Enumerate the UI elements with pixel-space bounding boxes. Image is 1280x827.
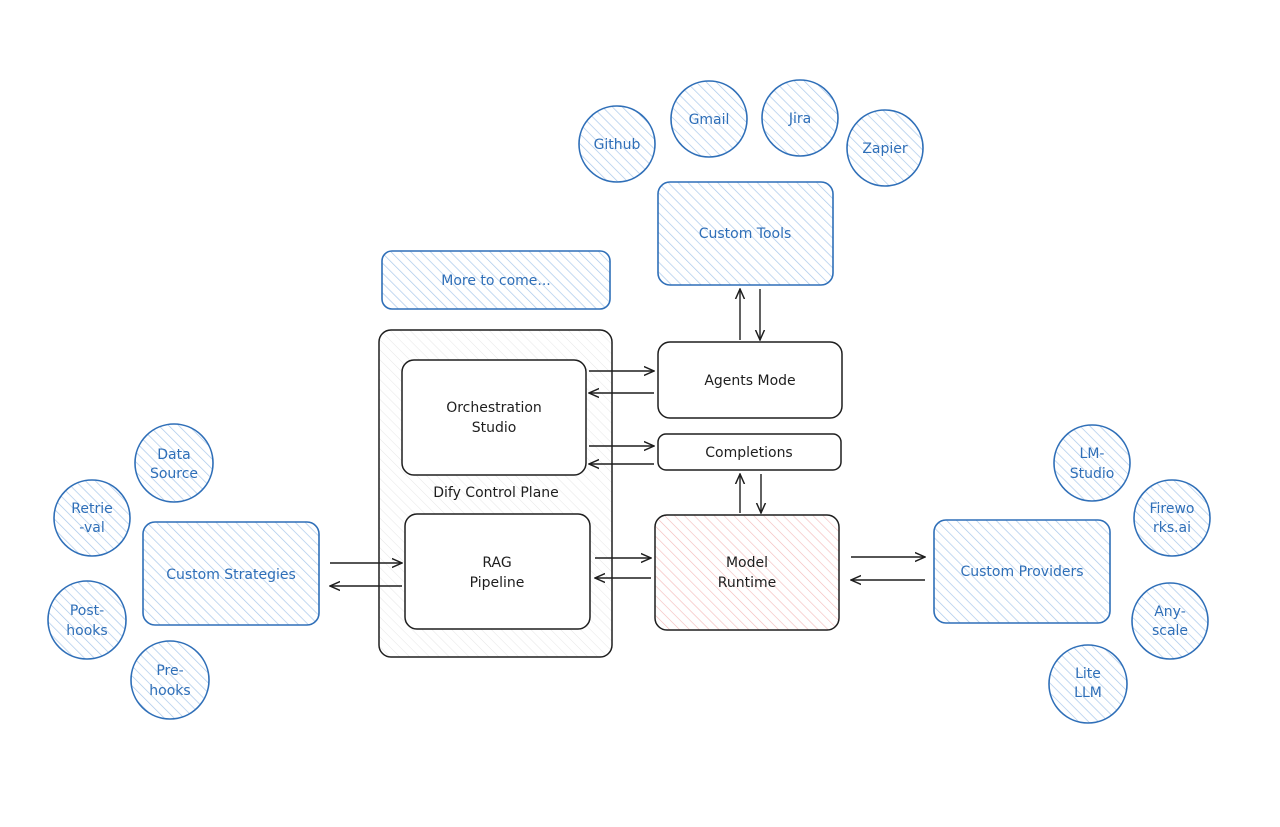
strategy-post-hooks: Post- hooks <box>47 580 127 660</box>
tool-zapier-label: Zapier <box>862 141 908 157</box>
custom-tools-label: Custom Tools <box>699 226 792 242</box>
orchestration-studio-line-2: Studio <box>472 420 517 436</box>
orchestration-studio-line-1: Orchestration <box>446 400 542 416</box>
control-plane-label: Dify Control Plane <box>433 485 559 501</box>
rag-pipeline-line-1: RAG <box>482 555 511 571</box>
tool-zapier: Zapier <box>846 109 924 187</box>
tool-jira: Jira <box>761 79 839 157</box>
provider-litellm: Lite LLM <box>1048 644 1128 724</box>
provider-litellm-line-2: LLM <box>1074 685 1102 701</box>
strategy-retrieval-line-1: Retrie <box>71 501 112 517</box>
model-runtime-box: Model Runtime <box>654 514 840 631</box>
strategy-pre-hooks-line-2: hooks <box>149 683 190 699</box>
rag-pipeline-box: RAG Pipeline <box>404 513 591 630</box>
provider-fireworks: Firewo rks.ai <box>1133 479 1211 557</box>
agents-mode-label: Agents Mode <box>704 373 795 389</box>
agents-mode-box: Agents Mode <box>657 341 843 419</box>
provider-anyscale-line-2: scale <box>1152 623 1188 639</box>
more-to-come-box: More to come... <box>381 250 611 310</box>
provider-lm-studio-line-1: LM- <box>1080 446 1105 462</box>
rag-pipeline-line-2: Pipeline <box>470 575 525 591</box>
strategy-retrieval-line-2: -val <box>79 520 104 536</box>
provider-anyscale: Any- scale <box>1131 582 1209 660</box>
custom-strategies-box: Custom Strategies <box>142 521 320 626</box>
provider-lm-studio: LM- Studio <box>1053 424 1131 502</box>
tool-gmail-label: Gmail <box>689 112 730 128</box>
custom-tools-box: Custom Tools <box>657 181 834 286</box>
provider-fireworks-line-2: rks.ai <box>1153 520 1191 536</box>
strategy-pre-hooks: Pre- hooks <box>130 640 210 720</box>
model-runtime-line-2: Runtime <box>718 575 776 591</box>
strategy-post-hooks-line-1: Post- <box>70 603 104 619</box>
custom-providers-box: Custom Providers <box>933 519 1111 624</box>
tool-gmail: Gmail <box>670 80 748 158</box>
strategy-pre-hooks-line-1: Pre- <box>156 663 183 679</box>
tool-jira-label: Jira <box>788 111 811 127</box>
provider-lm-studio-line-2: Studio <box>1070 466 1115 482</box>
provider-anyscale-line-1: Any- <box>1154 604 1186 620</box>
strategy-data-source: Data Source <box>134 423 214 503</box>
more-to-come-label: More to come... <box>441 273 551 289</box>
tool-github-label: Github <box>594 137 641 153</box>
tool-github: Github <box>578 105 656 183</box>
strategy-data-source-line-2: Source <box>150 466 198 482</box>
strategy-post-hooks-line-2: hooks <box>66 623 107 639</box>
orchestration-studio-box: Orchestration Studio <box>401 359 587 476</box>
completions-box: Completions <box>657 433 842 471</box>
strategy-data-source-line-1: Data <box>157 447 190 463</box>
model-runtime-line-1: Model <box>726 555 768 571</box>
provider-litellm-line-1: Lite <box>1075 666 1101 682</box>
provider-fireworks-line-1: Firewo <box>1149 501 1194 517</box>
custom-strategies-label: Custom Strategies <box>166 567 296 583</box>
custom-providers-label: Custom Providers <box>960 564 1083 580</box>
completions-label: Completions <box>705 445 792 461</box>
strategy-retrieval: Retrie -val <box>53 479 131 557</box>
